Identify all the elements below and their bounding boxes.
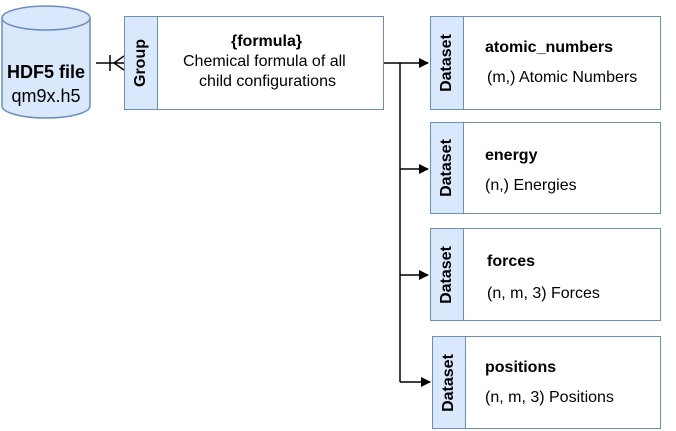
group-title: {formula} — [231, 33, 303, 50]
group-dataset-connectors — [384, 58, 431, 387]
dataset-node-energy: Dataset energy (n,) Energies — [430, 122, 661, 214]
dataset-node-positions: Dataset positions (n, m, 3) Positions — [432, 336, 661, 429]
dataset-type-label: Dataset — [438, 34, 455, 92]
dataset-type-band: Dataset — [431, 123, 464, 213]
group-node: Group {formula} Chemical formula of all … — [124, 16, 384, 110]
database-cylinder-icon — [1, 5, 91, 119]
hdf5-database-node: HDF5 file qm9x.h5 — [0, 0, 92, 120]
dataset-description: (m,) Atomic Numbers — [487, 69, 638, 86]
dataset-type-label: Dataset — [438, 139, 455, 197]
dataset-type-label: Dataset — [438, 245, 455, 304]
database-name: HDF5 file — [6, 62, 85, 82]
group-description-line2: child configurations — [199, 73, 336, 90]
db-group-connector — [96, 55, 125, 71]
dataset-type-band: Dataset — [431, 229, 464, 320]
dataset-name: energy — [485, 147, 538, 164]
dataset-type-label: Dataset — [440, 353, 457, 412]
dataset-node-atomic-numbers: Dataset atomic_numbers (m,) Atomic Numbe… — [430, 16, 661, 110]
dataset-node-forces: Dataset forces (n, m, 3) Forces — [430, 228, 661, 321]
group-type-band: Group — [125, 17, 158, 109]
dataset-description: (n, m, 3) Forces — [487, 285, 600, 302]
dataset-description: (n,) Energies — [485, 177, 577, 194]
database-filename: qm9x.h5 — [11, 86, 81, 106]
dataset-type-band: Dataset — [433, 337, 466, 428]
dataset-name: atomic_numbers — [485, 39, 614, 56]
dataset-name: forces — [487, 253, 536, 270]
group-type-label: Group — [132, 39, 149, 87]
dataset-description: (n, m, 3) Positions — [485, 389, 614, 406]
dataset-type-band: Dataset — [431, 17, 464, 109]
group-description-line1: Chemical formula of all — [183, 53, 346, 70]
dataset-name: positions — [485, 359, 557, 376]
